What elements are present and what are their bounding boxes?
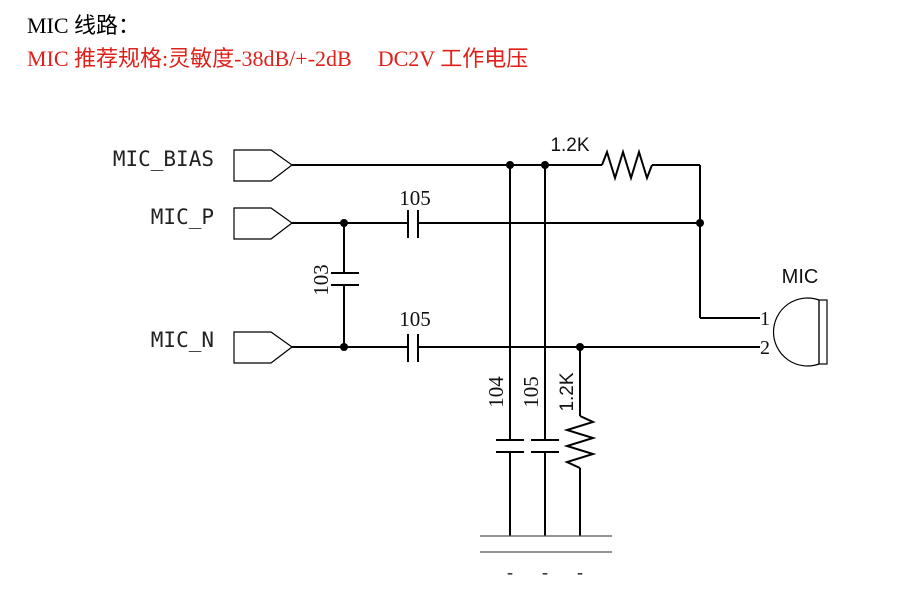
diagram-title: MIC 线路： <box>27 13 141 38</box>
diff-capacitor-value: 103 <box>309 264 333 296</box>
mic-bias-label: MIC_BIAS <box>113 147 214 171</box>
mic-n-port-arrow <box>233 331 294 364</box>
junction-dot <box>340 343 348 351</box>
mic-p-capacitor-value: 105 <box>399 186 431 210</box>
mic-p-label: MIC_P <box>151 205 214 229</box>
mic-n-label: MIC_N <box>151 328 214 352</box>
diff-capacitor <box>331 223 359 347</box>
microphone-pin-1: 1 <box>760 308 770 330</box>
junction-dot <box>506 161 514 169</box>
microphone-symbol <box>772 297 828 367</box>
mic-spec-voltage: DC2V 工作电压 <box>377 46 529 71</box>
microphone-pin-2: 2 <box>760 337 770 359</box>
bypass-capacitor-2 <box>531 165 559 536</box>
junction-dot <box>696 219 704 227</box>
mic-p-net <box>292 210 700 238</box>
ground-mark-2: - <box>542 562 548 582</box>
ground-mark-3: - <box>577 562 583 582</box>
junction-dot <box>576 343 584 351</box>
ground-resistor-value: 1.2K <box>557 372 578 411</box>
mic-bias-port-arrow <box>233 149 294 182</box>
bias-resistor <box>601 148 653 182</box>
bypass-capacitor-1-value: 104 <box>484 376 508 408</box>
junction-dot <box>541 161 549 169</box>
mic-spec-line: MIC 推荐规格:灵敏度-38dB/+-2dB DC2V 工作电压 <box>27 46 528 72</box>
junction-dot <box>340 219 348 227</box>
microphone-label: MIC <box>782 266 819 288</box>
bias-resistor-value: 1.2K <box>550 135 589 156</box>
mic-p-port-arrow <box>233 207 294 240</box>
ground-resistor <box>563 347 597 536</box>
bypass-capacitor-2-value: 105 <box>519 376 543 408</box>
mic-bias-net <box>292 148 760 319</box>
mic-n-net <box>292 334 760 362</box>
ground-mark-1: - <box>507 562 513 582</box>
bypass-capacitor-1 <box>496 165 524 536</box>
mic-spec-sensitivity: MIC 推荐规格:灵敏度-38dB/+-2dB <box>27 46 352 71</box>
mic-n-capacitor-value: 105 <box>399 307 431 331</box>
